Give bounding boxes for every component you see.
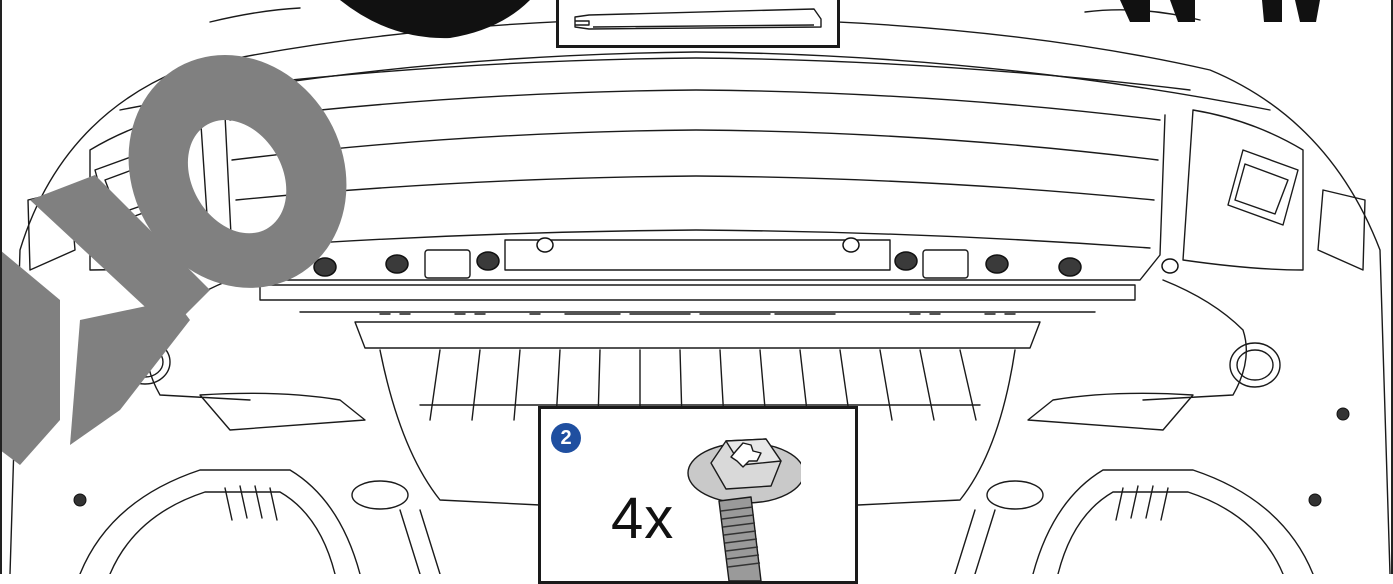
trim-removal-tool-icon <box>574 8 822 30</box>
tool-callout <box>556 0 840 48</box>
step-number-badge: 2 <box>551 423 581 453</box>
fastener-callout: 2 4x <box>538 406 858 584</box>
fastener-quantity: 4x <box>611 486 675 551</box>
no-watermark <box>0 55 347 465</box>
flange-bolt-icon <box>687 438 801 581</box>
